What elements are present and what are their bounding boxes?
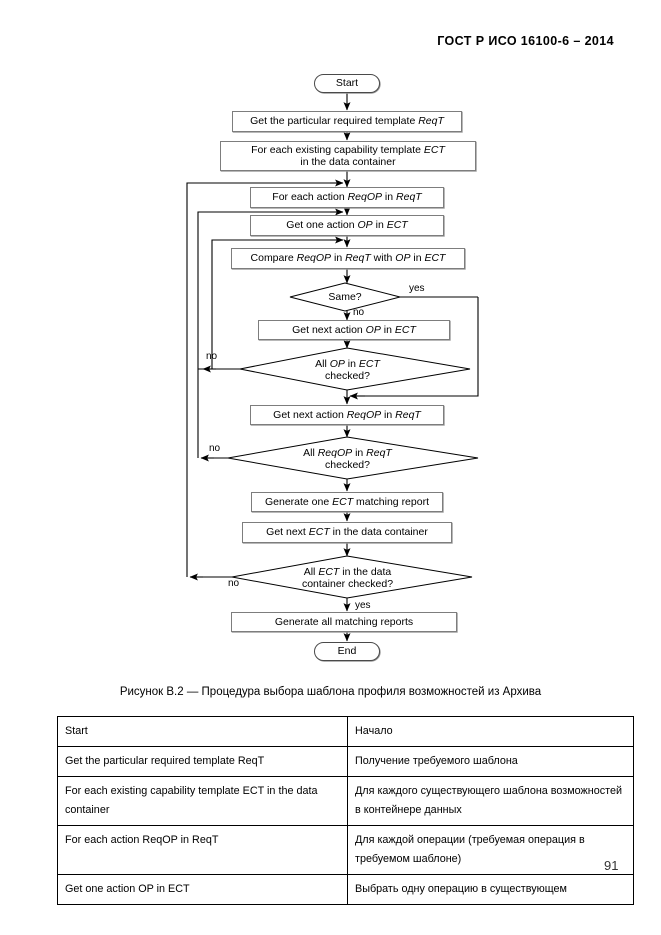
- flow-node-same-decision-label: Same?: [328, 290, 362, 303]
- table-cell-ru: Получение требуемого шаблона: [347, 746, 634, 777]
- flow-node-for-each-reqop: For each action ReqOP in ReqT: [250, 187, 444, 208]
- flow-node-get-next-ect-label: Get next ECT in the data container: [266, 526, 428, 539]
- flow-node-all-op-checked-line1: All OP in ECT: [315, 357, 380, 370]
- table-row: Get the particular required template Req…: [57, 746, 634, 777]
- table-cell-en: For each action ReqOP in ReqT: [57, 825, 348, 875]
- flow-node-all-op-checked-decision: All OP in ECT checked?: [265, 356, 430, 384]
- flow-node-all-reqop-checked-line2: checked?: [325, 459, 370, 471]
- edge-label-same-no: no: [353, 307, 365, 318]
- edge-label-all-ect-no: no: [228, 578, 240, 589]
- flow-node-for-each-reqop-label: For each action ReqOP in ReqT: [272, 191, 422, 204]
- page-number: 91: [604, 858, 619, 873]
- flow-node-compare-label: Compare ReqOP in ReqT with OP in ECT: [250, 252, 446, 265]
- edge-label-all-op-no: no: [206, 351, 218, 362]
- flow-node-get-required-template-label: Get the particular required template Req…: [250, 115, 444, 128]
- edge-label-all-ect-yes: yes: [355, 600, 371, 611]
- flow-node-get-one-op-label: Get one action OP in ECT: [286, 219, 408, 232]
- flow-node-same-decision: Same?: [290, 286, 400, 308]
- translation-table: Start Начало Get the particular required…: [57, 716, 634, 905]
- flow-node-get-next-op-label: Get next action OP in ECT: [292, 323, 416, 336]
- flow-node-get-one-op: Get one action OP in ECT: [250, 215, 444, 236]
- flowchart-connectors: [186, 92, 479, 642]
- document-header: ГОСТ Р ИСО 16100-6 – 2014: [437, 34, 614, 48]
- flow-node-get-next-reqop: Get next action ReqOP in ReqT: [250, 405, 444, 425]
- flow-node-end: End: [314, 642, 380, 661]
- flow-node-generate-all-reports: Generate all matching reports: [231, 612, 457, 632]
- flow-node-all-ect-checked-decision: All ECT in the data container checked?: [265, 564, 430, 592]
- table-row: Get one action OP in ECT Выбрать одну оп…: [57, 874, 634, 905]
- translation-table-wrapper: Start Начало Get the particular required…: [57, 716, 634, 905]
- flow-node-all-reqop-checked-decision: All ReqOP in ReqT checked?: [265, 445, 430, 473]
- flow-node-for-each-ect: For each existing capability template EC…: [220, 141, 476, 171]
- table-cell-ru: Для каждого существующего шаблона возмож…: [347, 776, 634, 826]
- flowchart: Start Get the particular required templa…: [186, 74, 479, 661]
- flow-node-for-each-ect-line1: For each existing capability template EC…: [251, 143, 445, 156]
- flow-node-all-ect-checked-line2: container checked?: [301, 578, 394, 590]
- table-cell-en: Get one action OP in ECT: [57, 874, 348, 905]
- table-cell-en: Get the particular required template Req…: [57, 746, 348, 777]
- flow-node-get-required-template: Get the particular required template Req…: [232, 111, 462, 132]
- figure-caption: Рисунок В.2 — Процедура выбора шаблона п…: [119, 686, 542, 698]
- flow-node-get-next-reqop-label: Get next action ReqOP in ReqT: [273, 408, 421, 421]
- flow-node-generate-one-report: Generate one ECT matching report: [251, 492, 443, 512]
- flow-node-for-each-ect-line2: in the data container: [300, 156, 396, 168]
- flow-node-get-next-op: Get next action OP in ECT: [258, 320, 450, 340]
- table-row: For each existing capability template EC…: [57, 776, 634, 826]
- flow-node-compare: Compare ReqOP in ReqT with OP in ECT: [231, 248, 465, 269]
- table-cell-ru: Выбрать одну операцию в существующем: [347, 874, 634, 905]
- flow-node-all-reqop-checked-line1: All ReqOP in ReqT: [303, 446, 392, 459]
- flow-node-end-label: End: [337, 645, 357, 658]
- edge-label-same-yes: yes: [409, 283, 425, 294]
- table-cell-ru: Для каждой операции (требуемая операция …: [347, 825, 634, 875]
- flow-node-get-next-ect: Get next ECT in the data container: [242, 522, 452, 543]
- flow-node-all-op-checked-line2: checked?: [325, 370, 370, 382]
- flow-node-all-ect-checked-line1: All ECT in the data: [303, 565, 392, 578]
- table-cell-en: Start: [57, 716, 348, 747]
- flow-node-start-label: Start: [335, 77, 359, 90]
- edge-label-all-reqop-no: no: [209, 443, 221, 454]
- table-cell-ru: Начало: [347, 716, 634, 747]
- table-cell-en: For each existing capability template EC…: [57, 776, 348, 826]
- flow-node-generate-one-report-label: Generate one ECT matching report: [264, 495, 429, 508]
- flow-node-start: Start: [314, 74, 380, 93]
- flow-node-generate-all-reports-label: Generate all matching reports: [274, 615, 414, 628]
- table-row: For each action ReqOP in ReqT Для каждой…: [57, 825, 634, 875]
- table-row: Start Начало: [57, 716, 634, 747]
